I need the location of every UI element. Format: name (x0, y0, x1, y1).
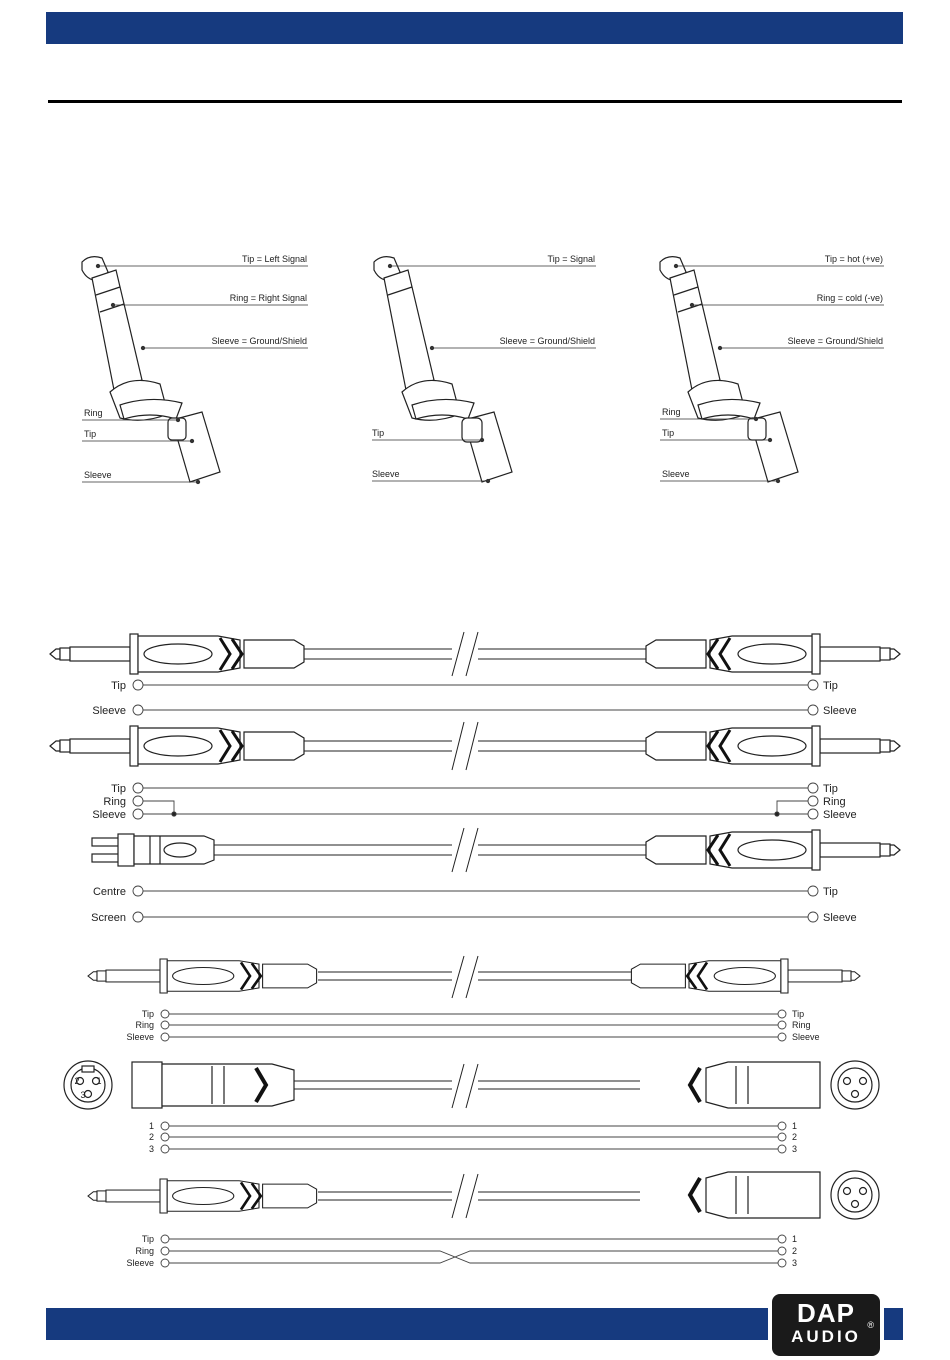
part-label: Ring (662, 407, 681, 417)
wire-label: Sleeve (92, 705, 126, 717)
wire-label: Sleeve (92, 809, 126, 821)
dap-audio-logo: DAP ® AUDIO (768, 1290, 884, 1360)
wire-label: Ring (103, 796, 126, 808)
wire-label: Ring (792, 1020, 811, 1030)
header-band (46, 12, 903, 44)
wire-label: 2 (792, 1132, 797, 1142)
wire-label: Sleeve (126, 1032, 154, 1042)
cable-jack-xlr: Tip Ring Sleeve 1 2 3 (86, 1170, 880, 1268)
wire-label: Sleeve (823, 912, 857, 924)
wire-label: 1 (792, 1121, 797, 1131)
wire-label: Tip (142, 1234, 154, 1244)
part-label: Tip (662, 428, 674, 438)
title-rule (48, 100, 902, 103)
wire-label: Tip (823, 680, 838, 692)
callout: Sleeve = Ground/Shield (788, 336, 883, 346)
wire-label: 3 (792, 1258, 797, 1268)
pin-label: 2 (74, 1076, 79, 1086)
wire-label: Tip (142, 1009, 154, 1019)
callout: Tip = hot (+ve) (825, 254, 883, 264)
wire-label: Sleeve (823, 809, 857, 821)
wire-label: Ring (135, 1246, 154, 1256)
footer-band (46, 1308, 903, 1340)
wire-label: 1 (792, 1234, 797, 1244)
logo-text-top: DAP (797, 1298, 855, 1328)
jack-mono: Tip = Signal Sleeve = Ground/Shield Tip … (372, 254, 596, 484)
part-label: Sleeve (372, 469, 400, 479)
wire-label: 2 (792, 1246, 797, 1256)
pin-label: 3 (80, 1090, 85, 1100)
wire-label: Tip (823, 783, 838, 795)
logo-registered-mark: ® (867, 1320, 874, 1330)
callout: Sleeve = Ground/Shield (212, 336, 307, 346)
wire-label: Tip (823, 886, 838, 898)
wire-label: Centre (93, 886, 126, 898)
callout: Tip = Signal (548, 254, 595, 264)
part-label: Sleeve (662, 469, 690, 479)
wire-label: 2 (149, 1132, 154, 1142)
wire-label: Tip (111, 783, 126, 795)
callout: Ring = cold (-ve) (817, 293, 883, 303)
cable-xlr: 2 1 3 1 2 3 1 2 3 (63, 1060, 880, 1154)
wire-label: Sleeve (823, 705, 857, 717)
wire-label: Screen (91, 912, 126, 924)
wire-label: 3 (149, 1144, 154, 1154)
cable-mono-jack: Tip Sleeve Tip Sleeve (48, 631, 902, 717)
wire-label: 1 (149, 1121, 154, 1131)
cable-stereo-jack: Tip Ring Sleeve Tip Ring Sleeve (48, 721, 902, 821)
cable-minijack: Tip Ring Sleeve Tip Ring Sleeve (86, 955, 862, 1042)
part-label: Tip (84, 429, 96, 439)
cable-rca-jack: Centre Screen Tip Sleeve (91, 827, 902, 924)
wire-label: Ring (135, 1020, 154, 1030)
wire-label: Tip (111, 680, 126, 692)
callout: Ring = Right Signal (230, 293, 307, 303)
part-label: Ring (84, 408, 103, 418)
part-label: Tip (372, 428, 384, 438)
callout: Tip = Left Signal (242, 254, 307, 264)
logo-text-bottom: AUDIO (791, 1327, 861, 1346)
wire-label: Sleeve (792, 1032, 820, 1042)
jack-balanced: Tip = hot (+ve) Ring = cold (-ve) Sleeve… (659, 254, 884, 484)
pin-label: 1 (96, 1076, 101, 1086)
callout: Sleeve = Ground/Shield (500, 336, 595, 346)
wire-label: Tip (792, 1009, 804, 1019)
wire-label: Ring (823, 796, 846, 808)
wire-label: Sleeve (126, 1258, 154, 1268)
jack-stereo: Tip = Left Signal Ring = Right Signal Sl… (81, 254, 308, 485)
wire-label: 3 (792, 1144, 797, 1154)
part-label: Sleeve (84, 470, 112, 480)
